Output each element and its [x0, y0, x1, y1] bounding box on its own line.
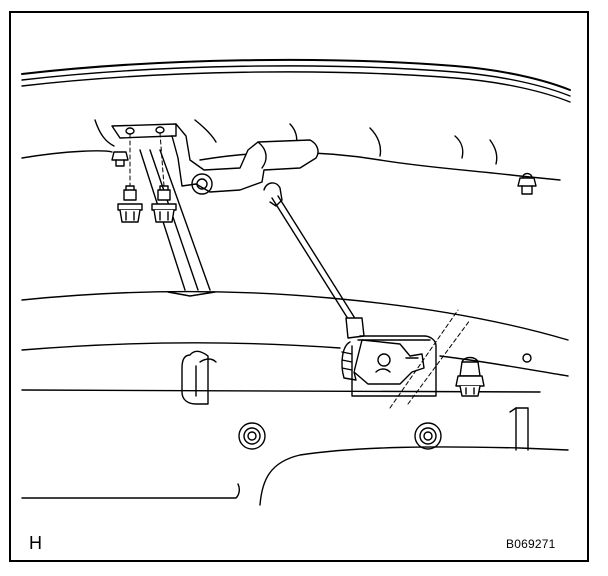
retainer-clip-left — [111, 151, 129, 167]
diagram-frame — [9, 11, 589, 562]
figure-code: B069271 — [506, 537, 556, 551]
lower-panel-edge — [21, 290, 569, 393]
nut — [455, 356, 485, 397]
retainer-clip-right — [517, 172, 537, 195]
bolt-alignment-lines — [129, 132, 165, 187]
panel-slot — [181, 350, 217, 405]
corner-letter: H — [29, 533, 42, 553]
grommet-left — [238, 422, 266, 450]
floor-pan — [21, 407, 569, 506]
small-hole — [522, 353, 532, 363]
height-sensor-lower — [341, 339, 425, 385]
bolt-left — [117, 185, 143, 223]
nut-alignment-lines — [389, 309, 471, 409]
grommet-right — [414, 422, 442, 450]
bolt-right — [151, 185, 177, 223]
body-panel-edge — [21, 58, 571, 103]
height-sensor-link-rod — [263, 182, 365, 339]
sensor-mount-recess — [351, 335, 437, 397]
